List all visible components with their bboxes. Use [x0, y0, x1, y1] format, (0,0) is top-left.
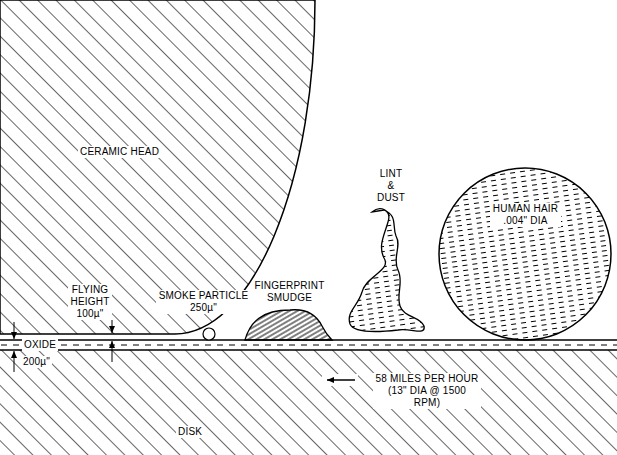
oxide-base — [0, 349, 617, 350]
dimension-arrow — [112, 341, 113, 362]
part-name: DISK — [176, 426, 204, 438]
motion-arrow — [327, 379, 355, 381]
part-name: HUMAN HAIR .004" DIA — [490, 203, 561, 227]
dimension-arrow — [14, 322, 15, 339]
part-name: FINGERPRINT SMUDGE — [252, 280, 327, 304]
speed-label: 58 MILES PER HOUR (13" DIA @ 1500 RPM) — [373, 373, 481, 409]
dimension-arrow — [14, 351, 15, 372]
part-name: CERAMIC HEAD — [78, 146, 161, 158]
part-name: LINT & DUST — [374, 168, 408, 204]
oxide-layer — [0, 341, 617, 349]
smoke-particle — [203, 328, 215, 340]
human-hair — [439, 168, 611, 340]
lint-dust — [349, 209, 424, 332]
arrow-ground — [322, 374, 358, 386]
dimension-label: 200µ" — [21, 356, 52, 368]
disk — [0, 350, 617, 455]
fingerprint-smudge — [245, 310, 332, 340]
dimension-label: FLYING HEIGHT 100µ" — [68, 284, 112, 320]
part-name: SMOKE PARTICLE 250µ" — [156, 290, 251, 314]
layer-name: OXIDE — [22, 339, 58, 351]
dimension-arrow — [112, 320, 113, 333]
